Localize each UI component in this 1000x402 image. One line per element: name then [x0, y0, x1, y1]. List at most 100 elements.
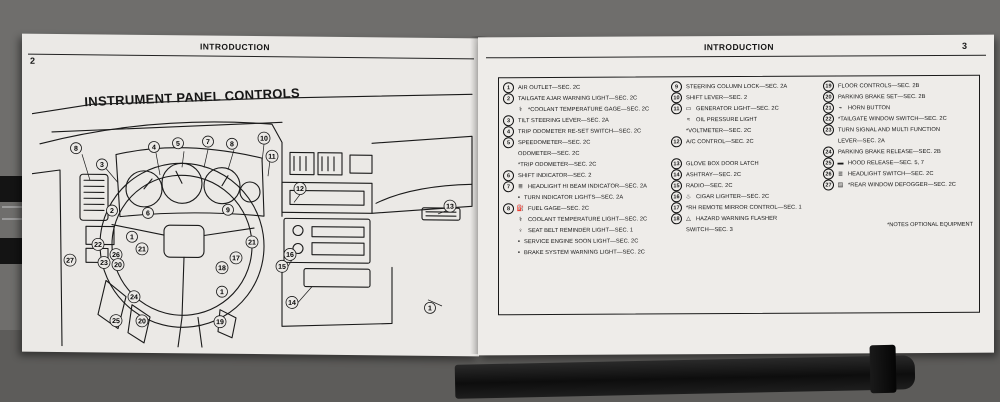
legend-entry-text: LEVER—SEC. 2A	[838, 137, 885, 144]
car-hood-icon: ▬	[837, 159, 844, 166]
instrument-panel-diagram: 8 3 4 5 7 8 10 11 12 13 2 6 1 9 22 26 21…	[32, 93, 473, 349]
legend-number-badge: 27	[823, 179, 834, 191]
battery-icon: ▭	[685, 106, 692, 113]
binder-clip-wire	[2, 218, 30, 220]
legend-entry-text: TURN SIGNAL AND MULTI FUNCTION	[838, 126, 940, 133]
legend-number-badge: 12	[671, 136, 682, 148]
horn-icon: ⌁	[838, 105, 843, 112]
callout-26: 26	[109, 248, 123, 261]
legend-entry-text: HAZARD WARNING FLASHER	[696, 215, 778, 222]
callout-4: 4	[148, 141, 160, 153]
seatbelt-icon: ♀	[518, 227, 523, 234]
legend-entry-text: *VOLTMETER—SEC. 2C	[686, 127, 752, 134]
legend-entry: 8⛽FUEL GAGE—SEC. 2C	[503, 202, 669, 215]
svg-text:26: 26	[112, 252, 120, 259]
legend-indent	[671, 147, 682, 158]
svg-text:19: 19	[216, 319, 224, 326]
callout-27: 27	[63, 253, 77, 267]
legend-number-badge: 26	[823, 168, 834, 180]
legend-indent	[671, 125, 682, 136]
legend-entry: 21⌁HORN BUTTON	[823, 102, 979, 114]
legend-number-badge: 5	[503, 137, 514, 149]
callout-20: 20	[111, 258, 125, 272]
legend-number-badge: 25	[823, 157, 834, 169]
svg-text:18: 18	[218, 265, 226, 272]
svg-text:5: 5	[176, 141, 180, 148]
svg-text:4: 4	[152, 144, 156, 151]
callout-21: 21	[135, 242, 149, 256]
callout-1b: 1	[216, 285, 228, 298]
legend-indent	[671, 224, 682, 235]
legend-entry: 26≣HEADLIGHT SWITCH—SEC. 2C	[823, 168, 979, 180]
callout-11: 11	[265, 149, 279, 163]
legend-entry: ≈OIL PRESSURE LIGHT	[671, 114, 821, 126]
legend-entry: *TRIP ODOMETER—SEC. 2C	[503, 158, 669, 170]
legend-entry-text: BRAKE SYSTEM WARNING LIGHT—SEC. 2C	[524, 248, 645, 256]
legend-number-badge: 8	[503, 203, 514, 215]
svg-text:8: 8	[230, 141, 234, 148]
legend-entry: ♀ SEAT BELT REMINDER LIGHT—SEC. 1	[503, 224, 669, 236]
svg-text:13: 13	[446, 204, 454, 211]
legend-entry	[671, 147, 821, 159]
svg-text:1: 1	[220, 289, 224, 296]
legend-entry-text: *COOLANT TEMPERATURE GAGE—SEC. 2C	[528, 105, 650, 113]
head-rule	[486, 54, 986, 59]
legend-entry-text: CIGAR LIGHTER—SEC. 2C	[696, 193, 770, 200]
callout-7: 7	[202, 135, 214, 148]
svg-text:22: 22	[94, 242, 102, 249]
legend-entry-text: COOLANT TEMPERATURE LIGHT—SEC. 2C	[528, 215, 648, 223]
callout-1: 1	[126, 230, 138, 243]
thermometer-icon: ⚕	[518, 107, 523, 114]
optional-equipment-note: *NOTES OPTIONAL EQUIPMENT	[887, 221, 973, 229]
svg-text:3: 3	[100, 162, 104, 169]
legend-entry-text: GLOVE BOX DOOR LATCH	[686, 160, 759, 167]
callout-6: 6	[142, 207, 154, 219]
legend-indent	[503, 247, 514, 258]
callout-13: 13	[443, 199, 457, 213]
svg-text:2: 2	[110, 208, 114, 215]
legend-number-badge: 18	[671, 213, 682, 225]
svg-text:21: 21	[248, 239, 256, 246]
legend-indent	[823, 135, 834, 146]
legend-entry: ⚕COOLANT TEMPERATURE LIGHT—SEC. 2C	[503, 213, 669, 225]
legend-entry: SWITCH—SEC. 3	[671, 224, 821, 236]
legend-entry-text: TRIP ODOMETER RE-SET SWITCH—SEC. 2C	[518, 127, 642, 135]
callout-24: 24	[127, 290, 141, 304]
svg-text:20: 20	[114, 262, 122, 269]
legend-entry-text: *TRIP ODOMETER—SEC. 2C	[518, 161, 597, 168]
headlight-icon: ≣	[517, 184, 524, 191]
hazard-triangle-icon: △	[686, 216, 691, 223]
svg-text:15: 15	[278, 264, 286, 271]
legend-entry-text: FUEL GAGE—SEC. 2C	[528, 205, 590, 212]
legend-entry-text: *TAILGATE WINDOW SWITCH—SEC. 2C	[838, 115, 947, 122]
callout-14: 14	[285, 296, 299, 309]
callout-18: 18	[215, 261, 229, 275]
callout-9: 9	[222, 203, 234, 216]
legend-indent	[503, 225, 514, 236]
legend-number-badge: 2	[503, 93, 514, 105]
legend-entry: •BRAKE SYSTEM WARNING LIGHT—SEC. 2C	[503, 246, 669, 258]
legend-entry: •TURN INDICATOR LIGHTS—SEC. 2A	[503, 191, 669, 203]
svg-text:25: 25	[112, 318, 120, 325]
legend-number-badge: 20	[823, 91, 834, 103]
svg-text:6: 6	[146, 210, 150, 217]
callout-1c: 1	[424, 301, 436, 314]
legend-entry-text: SEAT BELT REMINDER LIGHT—SEC. 1	[528, 227, 634, 234]
legend-number-badge: 3	[503, 115, 514, 127]
legend-entry-text: ODOMETER—SEC. 2C	[518, 150, 580, 157]
legend-number-badge: 14	[671, 169, 682, 181]
legend-indent	[671, 114, 682, 125]
legend-entry-text: TURN INDICATOR LIGHTS—SEC. 2A	[524, 194, 624, 201]
callout-8b: 8	[226, 137, 238, 150]
callout-19: 19	[213, 315, 227, 329]
fuel-pump-icon: ⛽	[516, 206, 525, 213]
svg-text:11: 11	[268, 154, 276, 161]
